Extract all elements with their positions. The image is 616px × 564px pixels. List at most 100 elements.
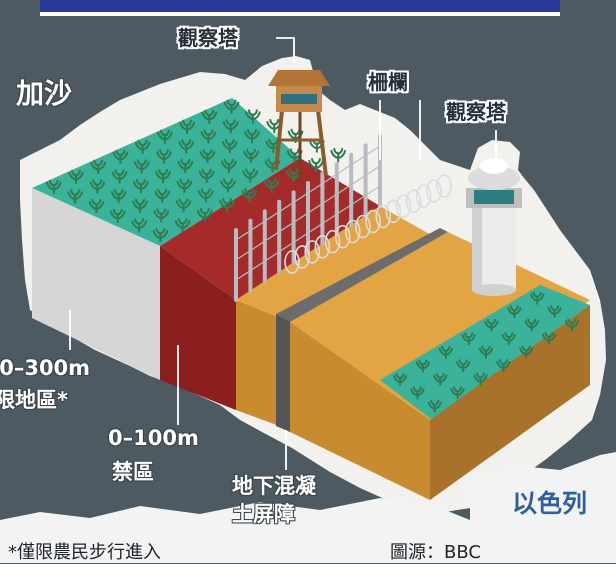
gaza-label: 加沙 [16,77,73,110]
buffer-strip-top [236,206,440,322]
crop-plant-icon [89,179,106,194]
leader-lines [69,37,497,470]
israel-crops [392,291,580,413]
crop-plant-icon [415,359,431,373]
crop-plant-icon [176,178,193,193]
restricted-distance-label: 100–300m [0,356,91,380]
crop-plant-icon [547,305,562,318]
crop-plant-icon [88,199,105,214]
forbidden-name-label: 禁區 [112,460,154,484]
forbidden-distance-label: 0–100m [108,426,199,450]
barrier-label-line2: 土屏障 [232,502,295,526]
wire-coil-loop [284,250,300,274]
crop-plant-icon [132,198,148,213]
forbidden-zone-top [160,158,380,300]
tower-right-label: 觀察塔 [446,100,506,124]
paper-edge [0,494,616,563]
forbidden-zone [160,246,236,410]
crop-plant-icon [243,148,260,163]
wire-coil-loop [415,184,432,208]
crop-plant-icon [68,169,84,184]
wire-coil-loop [395,194,412,219]
crop-plant-icon [450,386,465,399]
fence-wire [235,165,381,261]
crop-plant-icon [222,119,239,134]
crop-plant-icon [153,208,170,223]
crop-plant-icon [200,129,217,144]
crop-plant-icon [330,148,347,163]
watchtower-right-icon [466,158,522,296]
crop-plant-icon [244,129,260,144]
restricted-zone [32,188,160,380]
fence-label: 柵欄 [368,70,408,94]
crop-plant-icon [112,149,129,164]
wire-coil-loop [365,209,381,234]
wire-coil-loop [405,189,422,213]
crop-plant-icon [432,372,448,386]
crop-plant-icon [438,346,454,359]
crop-plant-icon [501,332,517,345]
israel-ground-front [290,322,430,500]
crop-plant-icon [131,218,148,233]
israel-label: 以色列 [512,489,588,518]
crop-plant-icon [199,149,216,164]
crop-plant-icon [219,198,236,213]
crop-plant-icon [241,188,258,203]
title-banner [40,0,560,14]
crop-plant-icon [45,179,62,194]
crop-plant-icon [244,109,261,124]
crop-plant-icon [156,129,173,144]
crop-plant-icon [155,169,172,184]
crop-plant-icon [156,149,172,164]
crop-plant-icon [132,179,149,194]
barbed-wire-coil [284,174,452,274]
crop-plant-icon [179,119,196,134]
crop-plant-icon [242,168,259,183]
crop-plant-icon [178,139,195,154]
crop-plant-icon [529,291,545,305]
barrier-label-line1: 地下混凝 [232,474,316,498]
crop-plant-icon [152,228,169,243]
source-credit: 圖源：BBC [390,542,481,563]
crop-plant-icon [473,372,488,386]
crop-plant-icon [67,189,84,204]
crop-plant-icon [154,188,171,203]
wire-coil-loop [355,214,371,239]
crop-plant-icon [90,159,107,174]
crop-plant-icon [496,359,511,372]
crop-plant-icon [221,139,238,154]
crop-plant-icon [263,178,280,193]
crop-plant-icon [461,332,476,346]
crop-plant-icon [484,318,499,332]
wire-coil-loop [294,245,310,269]
crop-plant-icon [196,208,213,223]
crop-plant-icon [518,345,534,359]
wire-coil-loop [324,229,341,254]
wire-coil-loop [436,174,452,198]
wire-coil-loop [385,199,402,224]
crop-plant-icon [133,159,150,174]
footnote: *僅限農民步行進入 [8,542,161,563]
crop-plant-icon [175,198,192,213]
crop-plant-icon [392,373,408,386]
crop-plant-icon [174,218,191,233]
crop-plant-icon [455,359,471,373]
crop-plant-icon [507,305,522,319]
crop-plant-icon [478,345,494,359]
fence [234,134,382,302]
fence-wire [235,185,381,281]
crop-plant-icon [201,109,218,124]
gaza-crops [45,99,347,243]
crop-plant-icon [220,178,236,193]
wire-coil-loop [344,219,361,244]
crop-plant-icon [198,168,215,183]
wire-coil-loop [334,224,351,249]
crop-plant-icon [109,208,126,223]
crop-plant-icon [308,158,324,173]
crop-plant-icon [427,399,443,413]
crop-plant-icon [110,189,127,204]
crop-plant-icon [410,386,425,400]
crop-plant-icon [177,159,194,174]
concrete-barrier [276,228,448,322]
